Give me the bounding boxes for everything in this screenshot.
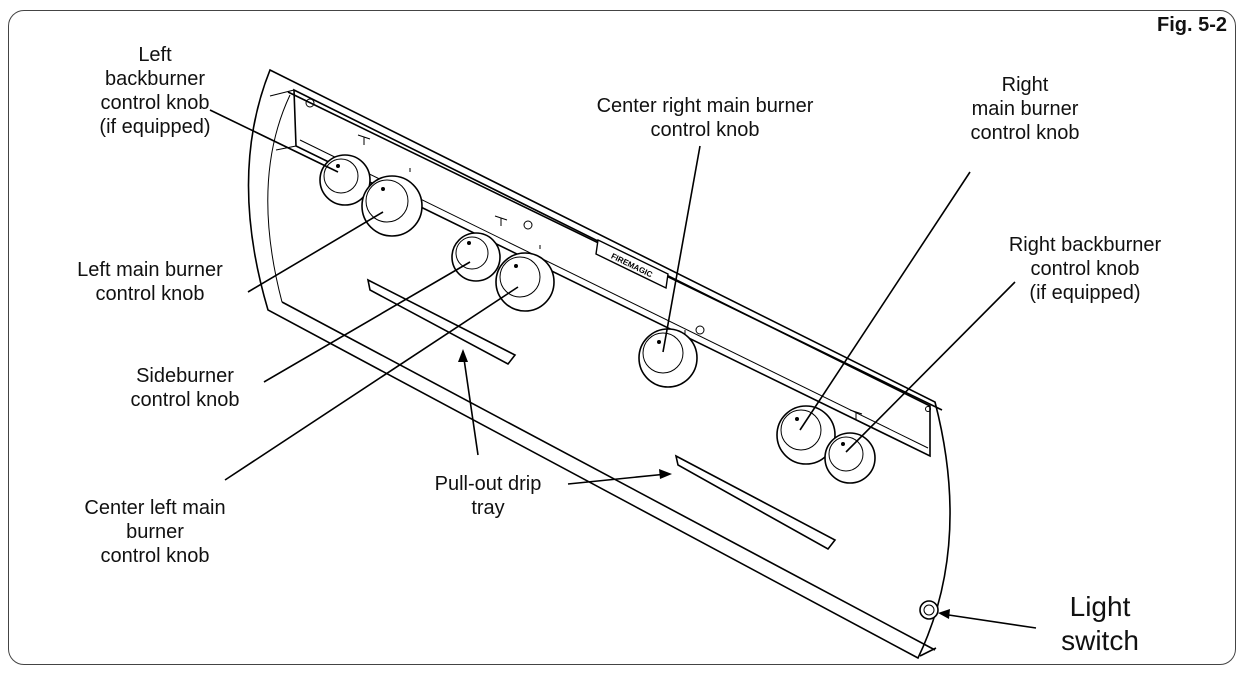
leader-left-main xyxy=(247,211,384,293)
drip-tray-slot-right[interactable] xyxy=(674,454,837,551)
leader-drip-tray-up xyxy=(462,351,479,456)
light-switch[interactable] xyxy=(919,600,939,620)
knob-right-main[interactable] xyxy=(776,405,836,465)
knob-left-backburner[interactable] xyxy=(319,154,371,206)
callout-center-right: Center right main burner control knob xyxy=(596,95,814,141)
knob-center-right-main[interactable] xyxy=(638,328,698,388)
knob-center-left-main[interactable] xyxy=(495,252,555,312)
leader-center-right xyxy=(662,145,701,353)
leader-right-backburner xyxy=(845,281,1016,453)
figure-frame xyxy=(8,10,1236,665)
callout-center-left: Center left main burner control knob xyxy=(84,497,226,567)
control-recess xyxy=(269,88,931,458)
leader-sideburner xyxy=(263,261,471,383)
panel-screw xyxy=(695,325,705,335)
knob-markers xyxy=(357,134,863,420)
figure-label: Fig. 5-2 xyxy=(1156,14,1227,36)
leader-center-left xyxy=(224,286,519,481)
callout-light-switch: Light switch xyxy=(1061,591,1139,656)
callout-right-backburner: Right backburner control knob (if equipp… xyxy=(1008,234,1162,304)
callout-right-main: Right main burner control knob xyxy=(970,74,1080,144)
leader-lines xyxy=(209,109,1037,629)
panel-screw xyxy=(523,220,533,230)
panel-screw xyxy=(305,98,315,108)
callout-left-main: Left main burner control knob xyxy=(77,259,223,305)
knob-right-backburner[interactable] xyxy=(824,432,876,484)
knob-sideburner[interactable] xyxy=(451,232,501,282)
callout-drip-tray: Pull-out drip tray xyxy=(434,473,542,519)
drip-tray-slot-left[interactable] xyxy=(366,278,517,366)
leader-right-main xyxy=(799,171,971,431)
callout-left-backburner: Left backburner control knob (if equippe… xyxy=(99,44,211,138)
callout-sideburner: Sideburner control knob xyxy=(130,365,240,411)
leader-light-switch xyxy=(941,613,1037,629)
panel-screw xyxy=(925,406,931,412)
leader-arrowheads xyxy=(458,349,950,619)
knob-left-main[interactable] xyxy=(361,175,423,237)
leader-left-backburner xyxy=(209,109,339,173)
leader-drip-tray-right xyxy=(567,473,668,485)
